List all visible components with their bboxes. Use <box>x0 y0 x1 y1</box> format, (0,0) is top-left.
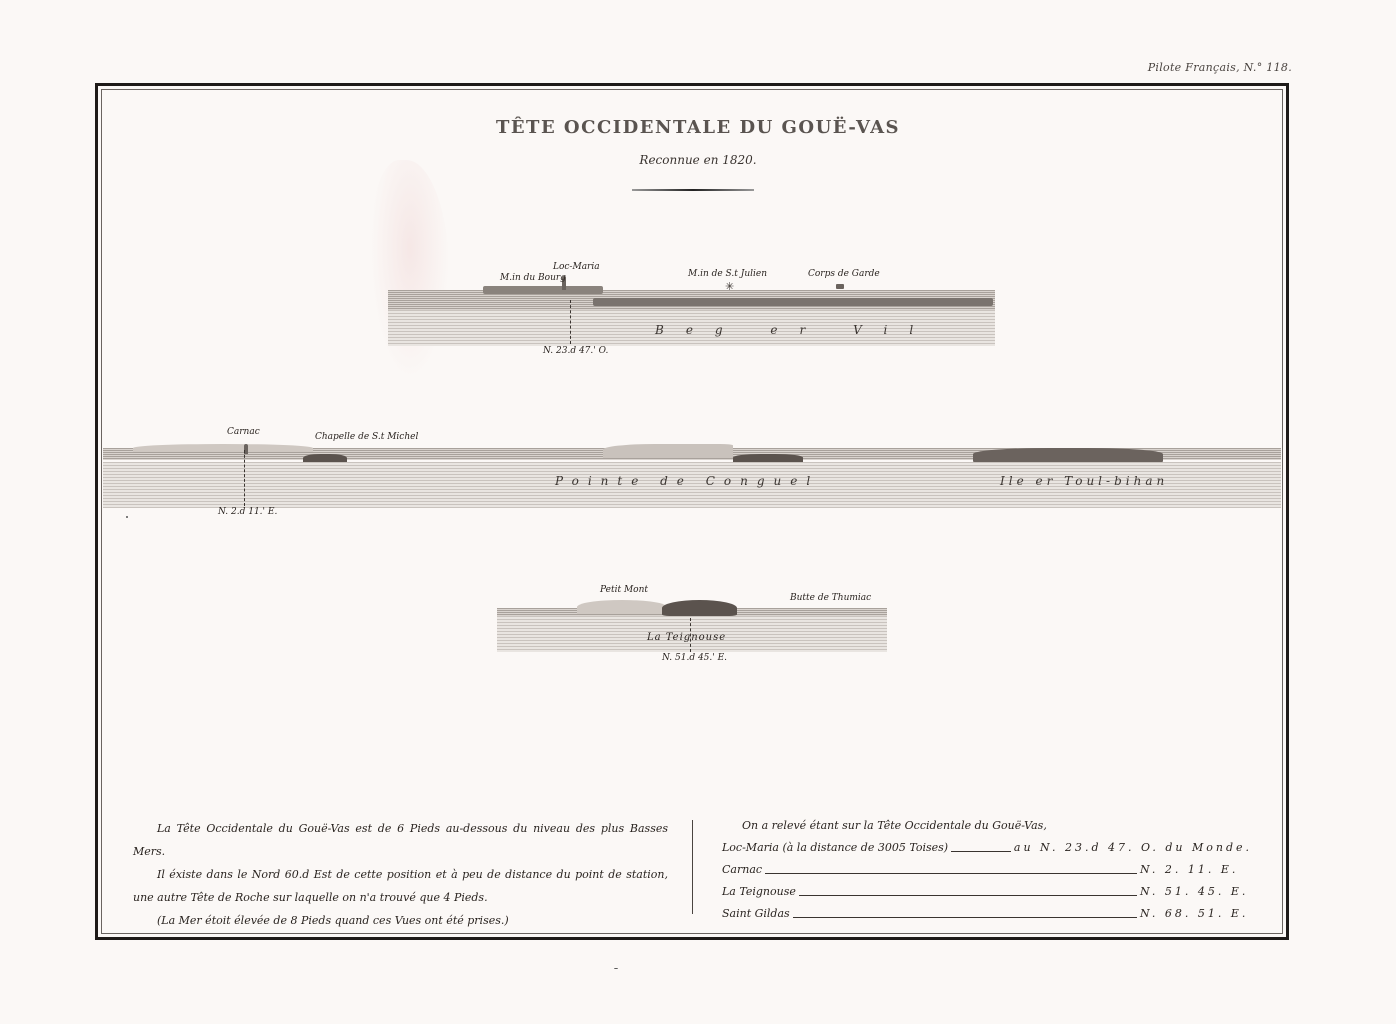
label-petit-mont: Petit Mont <box>600 585 648 595</box>
bearing-line-loc-maria <box>570 300 571 344</box>
notes-block: La Tête Occidentale du Gouë-Vas est de 6… <box>133 817 668 932</box>
bearing-row: Loc-Maria (à la distance de 3005 Toises)… <box>722 837 1252 859</box>
note-other-rock: Il éxiste dans le Nord 60.d Est de cette… <box>133 868 668 904</box>
leader-line <box>792 917 1137 918</box>
bearing-teignouse: N. 51.d 45.' E. <box>662 653 728 663</box>
coastal-view-beg-er-vil <box>388 276 995 346</box>
islet-st-michel <box>303 454 347 464</box>
leader-line <box>798 895 1137 896</box>
distant-hills <box>133 444 313 452</box>
paper-speck <box>614 968 618 969</box>
plate-subtitle: Reconnue en 1820. <box>639 153 757 167</box>
bearing-place: La Teignouse <box>722 885 796 898</box>
note-depth: La Tête Occidentale du Gouë-Vas est de 6… <box>133 822 668 858</box>
sea <box>103 462 1281 508</box>
bearings-table: On a relevé étant sur la Tête Occidental… <box>722 814 1252 925</box>
label-moulin-st-julien: M.in de S.t Julien <box>688 269 768 279</box>
bearing-value: N. 51. 45. E. <box>1140 885 1249 898</box>
ile-er-toul-bihan <box>973 448 1163 463</box>
coastal-view-pointe-de-conguel <box>103 444 1281 508</box>
paper-speck <box>126 516 128 518</box>
bearing-place: Carnac <box>722 863 763 876</box>
note-tide: (La Mer étoit élevée de 8 Pieds quand ce… <box>157 914 509 927</box>
label-la-teignouse: La Teignouse <box>647 632 727 643</box>
column-divider <box>692 820 693 914</box>
petit-mont-hill <box>577 600 667 614</box>
cliff-rocks <box>593 298 993 306</box>
leader-line <box>765 873 1137 874</box>
bearing-row: La Teignouse N. 51. 45. E. <box>722 881 1252 903</box>
village-buildings <box>483 286 603 294</box>
plate-frame-inner <box>101 89 1283 934</box>
bearing-line-carnac <box>244 450 245 506</box>
bearing-row: Saint Gildas N. 68. 51. E. <box>722 903 1252 925</box>
bearing-row: Carnac N. 2. 11. E. <box>722 859 1252 881</box>
bearing-place: Saint Gildas <box>722 907 790 920</box>
title-rule <box>632 189 754 191</box>
headland-conguel <box>603 444 733 458</box>
leader-line <box>951 851 1011 852</box>
label-loc-maria: Loc-Maria <box>553 262 600 272</box>
label-carnac: Carnac <box>227 427 260 437</box>
bearing-value: au N. 23.d 47. O. du Monde. <box>1013 841 1252 854</box>
windmill-icon: ✳ <box>725 280 735 293</box>
label-pointe-de-conguel: Pointe de Conguel <box>555 474 820 488</box>
sea <box>388 310 995 346</box>
bearing-loc-maria: N. 23.d 47.' O. <box>543 346 609 356</box>
label-beg-er-vil: Beg er Vil <box>655 323 936 337</box>
bearing-value: N. 68. 51. E. <box>1140 907 1249 920</box>
bearing-line-teignouse <box>690 618 691 652</box>
label-butte-de-thumiac: Butte de Thumiac <box>790 593 872 603</box>
label-ile-er-toul-bihan: Ile er Toul-bihan <box>1000 474 1169 488</box>
bearing-carnac: N. 2.d 11.' E. <box>218 507 278 517</box>
plate-frame-outer <box>95 83 1289 940</box>
rocks-conguel <box>733 454 803 463</box>
church-spire <box>562 276 566 290</box>
bearings-intro: On a relevé étant sur la Tête Occidental… <box>742 819 1047 832</box>
guardhouse <box>836 284 844 289</box>
plate-number: Pilote Français, N.° 118. <box>1147 61 1292 74</box>
coastal-view-la-teignouse <box>497 600 887 652</box>
sea <box>497 616 887 652</box>
carnac-tower <box>244 444 248 454</box>
teignouse-rock <box>662 600 737 616</box>
label-chapelle-st-michel: Chapelle de S.t Michel <box>315 432 419 442</box>
label-moulin-du-bourg: M.in du Bourg <box>500 273 566 283</box>
bearing-place: Loc-Maria (à la distance de 3005 Toises) <box>722 841 949 854</box>
plate-title: TÊTE OCCIDENTALE DU GOUË-VAS <box>495 117 901 138</box>
bearing-value: N. 2. 11. E. <box>1140 863 1239 876</box>
label-corps-de-garde: Corps de Garde <box>808 269 880 279</box>
